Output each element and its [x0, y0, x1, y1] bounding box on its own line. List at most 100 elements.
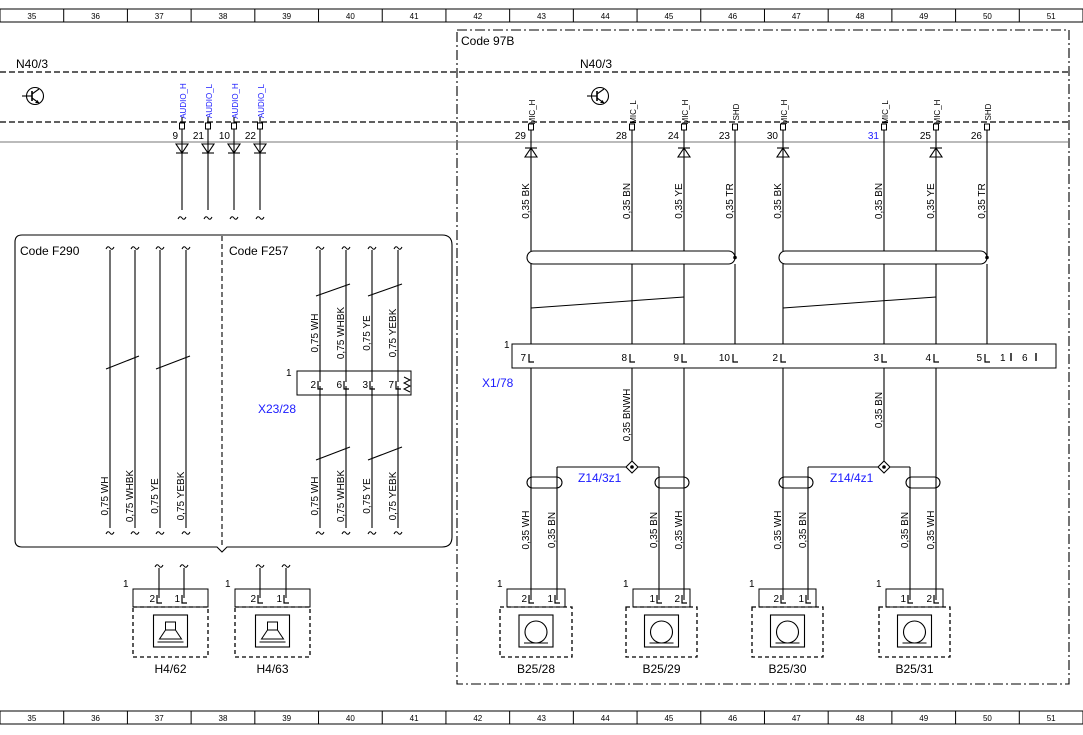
- wire-break: [281, 564, 291, 568]
- wire-color-label: 0,35 BN: [649, 512, 660, 548]
- signal-arrow-down: [174, 143, 190, 154]
- component-pin-number: 2: [521, 594, 527, 605]
- wire-color-label: 0,75 WH: [310, 477, 321, 516]
- component-pin-number: 1: [900, 594, 906, 605]
- wire-color-label: 0,35 BN: [622, 183, 633, 219]
- pin-signal-label: SHD: [984, 103, 993, 120]
- pin-socket: [181, 595, 187, 604]
- shield-pill: [905, 476, 941, 489]
- ruler-column-label: 48: [856, 12, 865, 21]
- pin-socket: [629, 354, 635, 363]
- component-pin-number: 1: [174, 594, 180, 605]
- ruler-column-label: 40: [346, 714, 355, 723]
- pin-socket: [656, 595, 662, 604]
- speaker-icon-cone: [158, 629, 183, 640]
- pin-number-label: 21: [193, 131, 205, 142]
- pin-terminal: [231, 122, 237, 130]
- z14-4z1-label: Z14/4z1: [830, 471, 874, 485]
- ruler-column-label: 37: [155, 714, 164, 723]
- microphone-icon-capsule: [902, 620, 927, 644]
- control-unit-icon-right: [586, 86, 610, 106]
- x1-78-name: X1/78: [482, 376, 514, 390]
- pin-socket: [528, 354, 534, 363]
- component-connector-frame: [132, 588, 209, 608]
- signal-arrow-up: [928, 147, 944, 158]
- ruler-column-label: 43: [537, 714, 546, 723]
- component-body: [625, 606, 698, 658]
- pin-number-label: 10: [219, 131, 231, 142]
- x1-78-pin-number: 5: [976, 353, 982, 364]
- wire-break: [393, 246, 403, 250]
- ruler-column-label: 46: [728, 714, 737, 723]
- component-pin-number: 2: [250, 594, 256, 605]
- twist-marker: [155, 355, 191, 370]
- signal-arrow-down: [226, 143, 242, 154]
- pin-socket: [681, 595, 687, 604]
- pin-signal-label: AUDIO_H: [231, 83, 240, 119]
- twist-marker: [367, 446, 403, 461]
- ruler-column-label: 47: [792, 714, 801, 723]
- pin-socket: [984, 354, 990, 363]
- wire-break: [203, 216, 213, 220]
- twist-marker: [315, 283, 351, 297]
- wire-color-label: 0,75 YE: [362, 478, 373, 514]
- shield-pill: [526, 476, 563, 489]
- microphone-icon: [518, 614, 554, 648]
- x23-28-pin1-marker: 1: [286, 368, 292, 379]
- speaker-icon: [152, 614, 189, 648]
- x1-78-extra-pin-1: 1: [1000, 353, 1006, 364]
- resistor-zigzag: [402, 376, 412, 393]
- pin-socket: [933, 354, 939, 363]
- code-f290-label: Code F290: [20, 244, 80, 258]
- wire-color-label: 0,75 YEBK: [388, 471, 399, 520]
- ruler-column-label: 44: [601, 12, 610, 21]
- pin-socket: [369, 381, 375, 390]
- pin-socket: [907, 595, 913, 604]
- pin-number-label: 23: [719, 131, 731, 142]
- component-pin1-marker: 1: [497, 579, 503, 590]
- wire-break: [181, 246, 191, 250]
- x23-28-pin-number: 6: [336, 380, 342, 391]
- wire-color-label: 0,35 TR: [977, 183, 988, 218]
- pin-signal-label: AUDIO_L: [257, 83, 266, 118]
- pin-terminal: [780, 123, 786, 131]
- pin-terminal: [257, 122, 263, 130]
- wire-color-label: 0,75 WH: [100, 477, 111, 516]
- pin-terminal: [881, 123, 887, 131]
- ruler-column-label: 38: [219, 12, 228, 21]
- shield-pill: [778, 476, 814, 489]
- twist-marker: [367, 283, 403, 297]
- ruler-column-label: 45: [664, 12, 673, 21]
- wire-color-label: 0,35 YE: [926, 183, 937, 219]
- speaker-icon-cone: [260, 629, 285, 640]
- x1-78-pin-number: 2: [772, 353, 778, 364]
- shield-loops: [526, 250, 989, 309]
- wire-break: [130, 246, 140, 250]
- signal-arrow-down: [200, 143, 216, 154]
- wire-color-label: 0,75 WHBK: [336, 307, 347, 360]
- ruler-column-label: 36: [91, 12, 100, 21]
- twist-marker: [315, 446, 351, 461]
- wire-color-label: 0,75 YE: [150, 478, 161, 514]
- x1-78-pin-number: 4: [925, 353, 931, 364]
- wire-break: [179, 564, 189, 568]
- pin-signal-label: MIC_L: [629, 100, 638, 124]
- component-name-label: B25/30: [768, 662, 806, 676]
- code-f-region: Code F290 Code F257: [14, 234, 453, 553]
- wire-break: [393, 531, 403, 535]
- wire-break: [367, 246, 377, 250]
- component-name-label: H4/63: [256, 662, 288, 676]
- ruler-column-label: 51: [1047, 714, 1056, 723]
- wire-color-label: 0,35 BN: [900, 512, 911, 548]
